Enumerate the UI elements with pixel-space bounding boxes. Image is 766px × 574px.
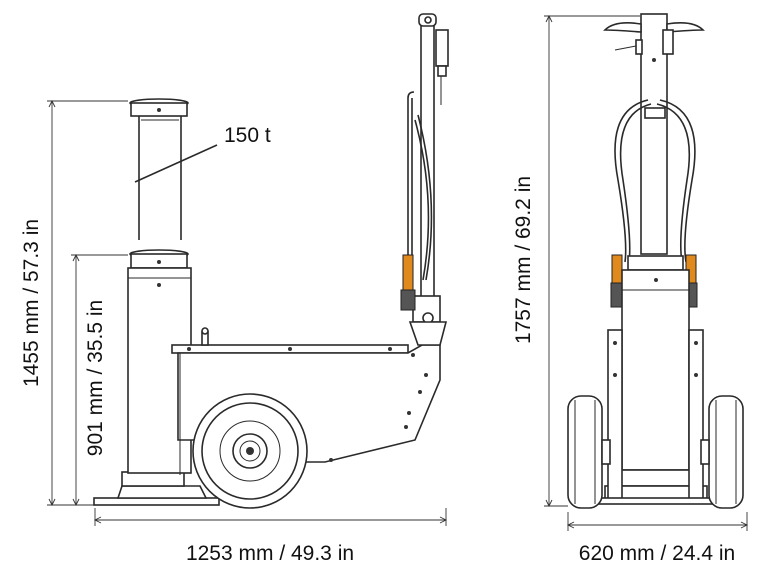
overall-height-label: 1757 mm / 69.2 in — [512, 176, 535, 344]
length-label: 1253 mm / 49.3 in — [186, 542, 354, 565]
length-dimension — [93, 508, 448, 526]
width-dimension — [566, 512, 749, 531]
front-wheel-left — [567, 395, 611, 509]
front-hoses — [610, 99, 698, 308]
extended-piston — [129, 98, 189, 240]
extended-height-label: 1455 mm / 57.3 in — [20, 219, 43, 387]
capacity-leader-line — [134, 144, 218, 183]
overall-height-dimension — [544, 14, 640, 508]
handle-tow-bar — [400, 13, 449, 346]
dimension-lines — [47, 14, 749, 531]
retracted-height-dimension — [71, 253, 128, 507]
base-plate — [93, 471, 220, 506]
side-view: 150 t — [93, 13, 449, 509]
front-cylinder — [604, 255, 708, 501]
front-wheel-right — [700, 395, 744, 509]
front-view — [567, 13, 744, 509]
width-label: 620 mm / 24.4 in — [579, 542, 735, 565]
side-wheel — [192, 393, 308, 509]
capacity-label: 150 t — [224, 124, 271, 147]
retracted-height-label: 901 mm / 35.5 in — [84, 300, 107, 456]
extended-height-dimension — [47, 99, 128, 507]
front-handle — [603, 13, 705, 255]
